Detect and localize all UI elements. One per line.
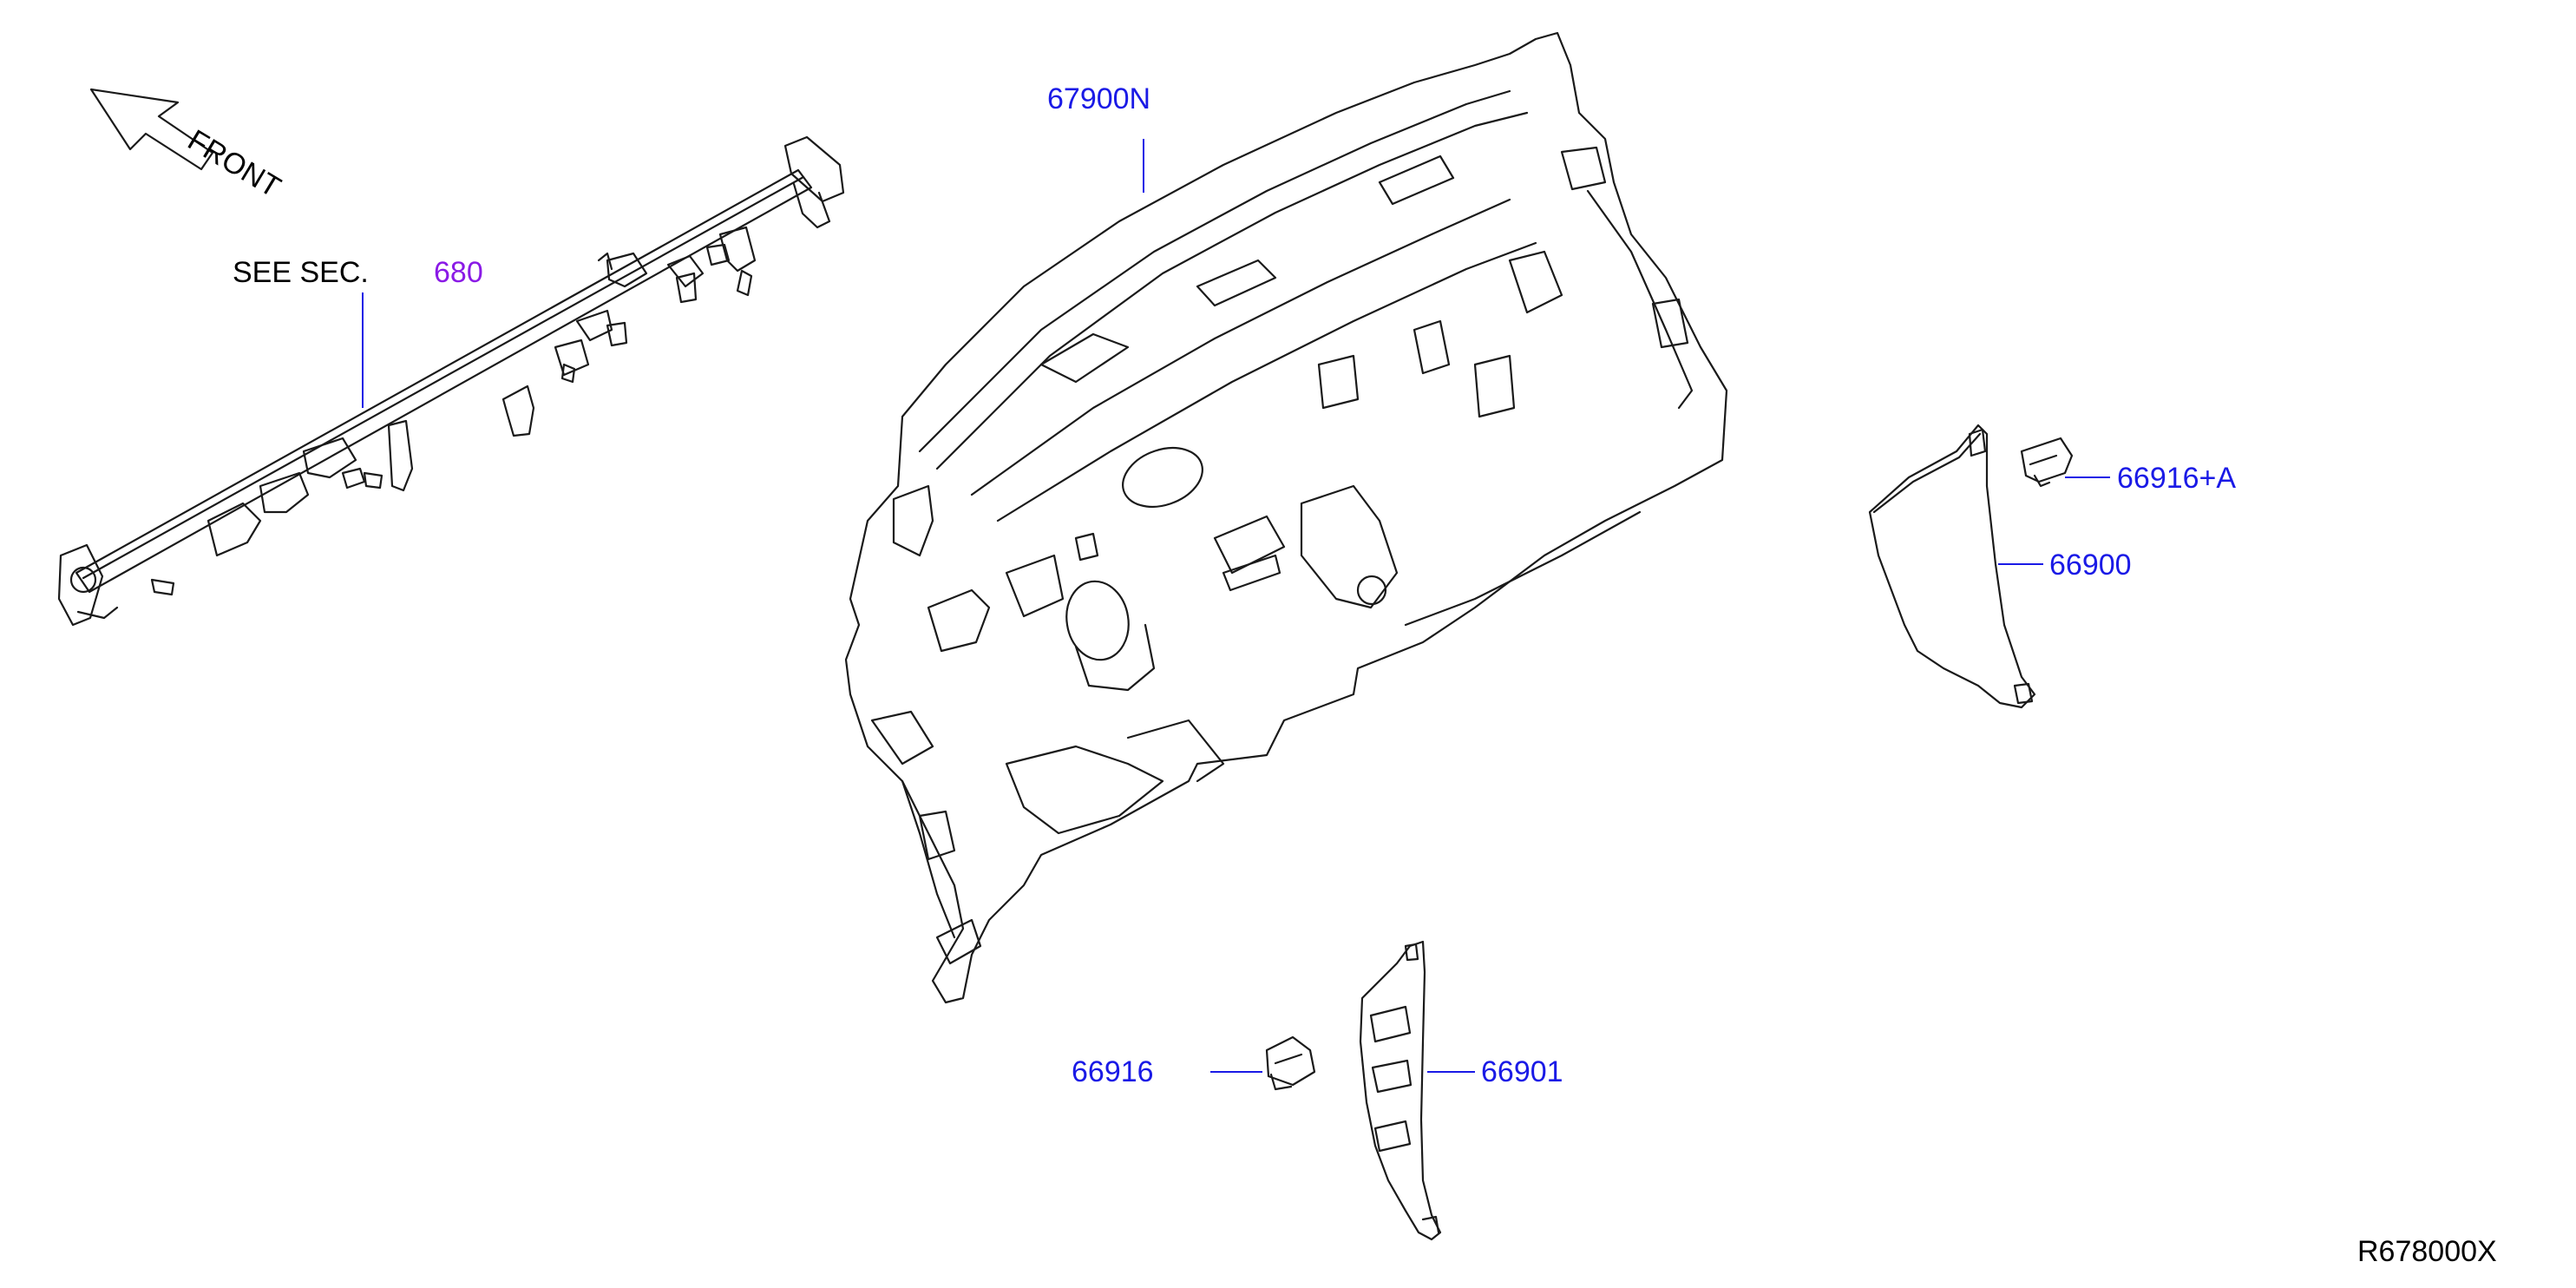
front-label: FRONT bbox=[182, 123, 286, 204]
callout-67900n[interactable]: 67900N bbox=[1047, 82, 1150, 115]
see-section-prefix: SEE SEC. bbox=[233, 256, 369, 289]
callout-66900[interactable]: 66900 bbox=[2049, 549, 2132, 582]
clip-66916-part bbox=[1265, 1035, 1316, 1091]
front-arrow-icon bbox=[89, 88, 214, 171]
see-section-reference[interactable]: SEE SEC. 680 bbox=[233, 256, 483, 289]
callout-66916a[interactable]: 66916+A bbox=[2117, 462, 2236, 495]
callout-66916[interactable]: 66916 bbox=[1072, 1055, 1154, 1088]
section-number-link[interactable]: 680 bbox=[434, 256, 483, 289]
trim-66901-part bbox=[1359, 940, 1442, 1241]
callout-66901[interactable]: 66901 bbox=[1481, 1055, 1563, 1088]
dash-insulator-part bbox=[844, 31, 1728, 1004]
clip-66916a-part bbox=[2020, 437, 2074, 488]
trim-66900-part bbox=[1868, 424, 2036, 709]
steering-member-part bbox=[57, 135, 845, 627]
diagram-id: R678000X bbox=[2357, 1235, 2497, 1268]
